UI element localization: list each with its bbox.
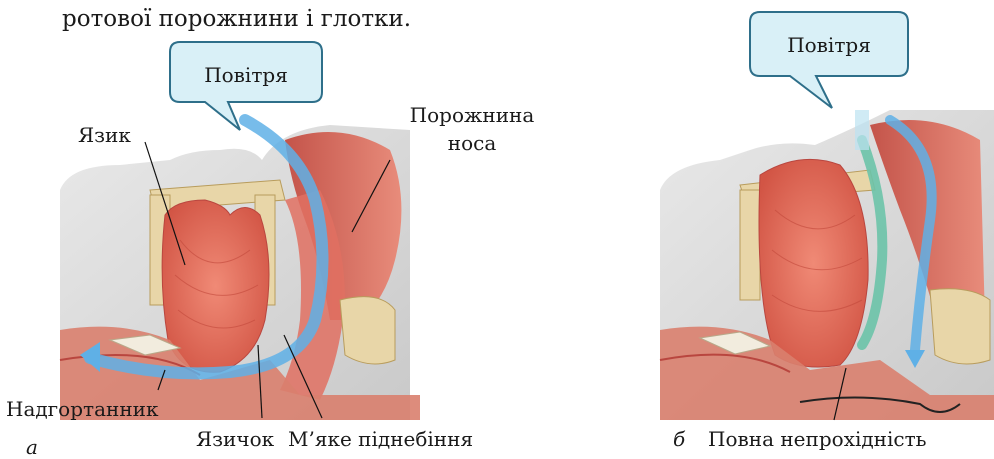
tongue-shape xyxy=(162,200,269,372)
label-soft-palate: М’яке піднебіння xyxy=(288,427,473,451)
figure-a-letter: а xyxy=(26,435,38,459)
figure-b-letter: б xyxy=(673,427,685,451)
label-obstruction: Повна непрохідність xyxy=(708,427,927,451)
figure-b-illustration: Повітря xyxy=(600,0,994,457)
bubble-b-text: Повітря xyxy=(787,33,871,57)
label-epiglottis: Надгортанник xyxy=(6,397,158,421)
figure-a-illustration: Повітря xyxy=(0,0,600,457)
label-tongue: Язик xyxy=(78,123,131,147)
label-uvula: Язичок xyxy=(196,427,274,451)
label-nasal-cavity-line2: носа xyxy=(402,131,542,155)
bubble-shape-b xyxy=(750,12,908,108)
label-nasal-cavity-line1: Порожнина xyxy=(402,103,542,127)
bubble-a-text: Повітря xyxy=(204,63,288,87)
label-nasal-cavity: Порожнина носа xyxy=(402,103,542,155)
